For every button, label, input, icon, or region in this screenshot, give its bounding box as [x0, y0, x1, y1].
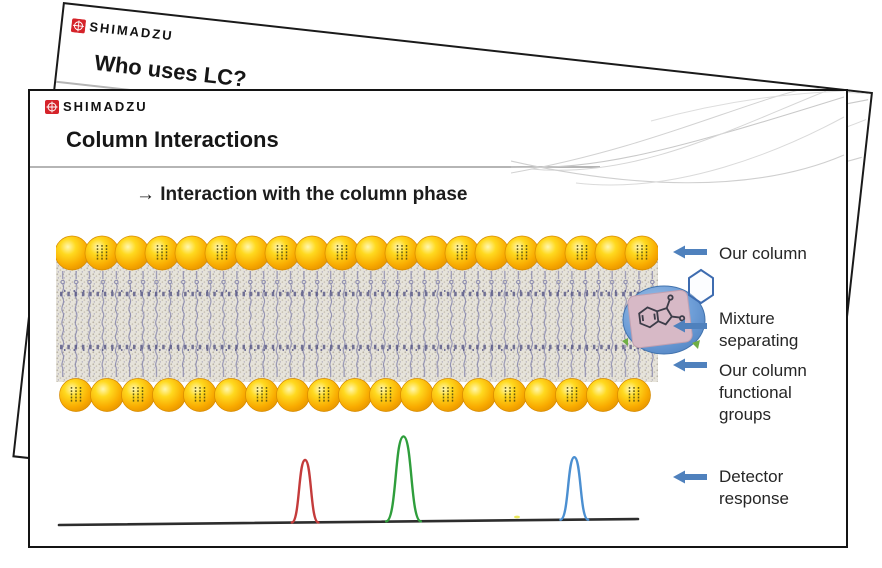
green-marker-icon	[692, 340, 700, 349]
hexagon-molecule-icon	[688, 268, 714, 305]
left-arrow-icon	[673, 358, 707, 372]
slide-title: Column Interactions	[66, 127, 279, 152]
left-arrow-icon	[673, 319, 707, 333]
shimadzu-logo: SHIMADZU	[45, 99, 148, 114]
front-slide: SHIMADZU Column Interactions → Interacti…	[28, 89, 848, 548]
left-arrow-icon	[673, 245, 707, 259]
title-divider-line	[30, 166, 600, 168]
baseline-artifact	[514, 515, 520, 519]
chromatogram-baseline	[57, 517, 640, 527]
shimadzu-logo: SHIMADZU	[70, 17, 175, 44]
detector-response-chart	[57, 435, 640, 527]
shimadzu-mark-icon	[70, 17, 87, 33]
swoosh-decoration	[511, 91, 845, 186]
column-phase-diagram	[56, 235, 658, 412]
green-marker-icon	[622, 338, 628, 346]
annotation-label: Our column	[719, 244, 807, 263]
shimadzu-mark-icon	[45, 99, 59, 114]
slide-subtitle: → Interaction with the column phase	[136, 184, 468, 205]
annotation-label: Detector response	[719, 467, 789, 508]
left-arrow-icon	[673, 470, 707, 484]
separating-mixture-graphic	[622, 268, 714, 355]
annotation-label: Mixture separating	[719, 309, 799, 350]
back-slide-title: Who uses LC?	[93, 49, 248, 92]
annotation-label: Our column functional groups	[719, 361, 807, 424]
shimadzu-logo-text: SHIMADZU	[88, 19, 175, 44]
shimadzu-logo-text: SHIMADZU	[63, 99, 148, 114]
